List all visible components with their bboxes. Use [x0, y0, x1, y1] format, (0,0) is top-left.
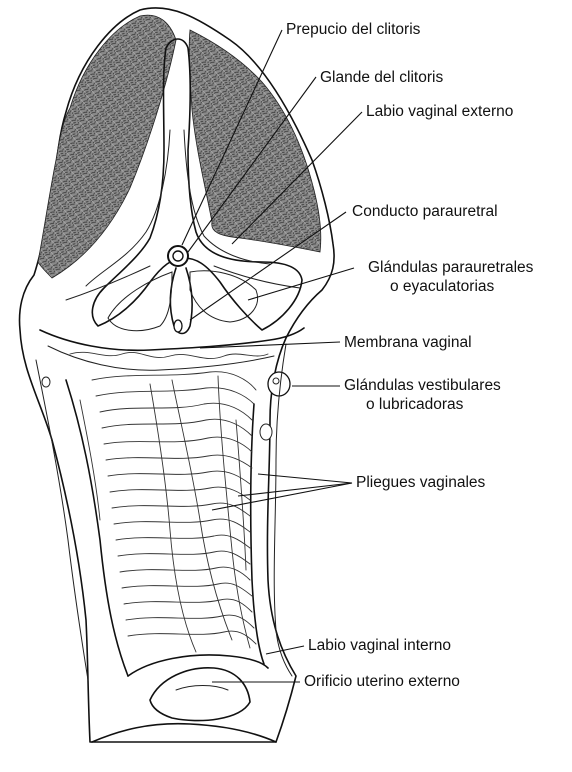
- hair-region-left: [38, 15, 176, 278]
- label-glandulas-para-line2: o eyaculatorias: [368, 277, 533, 296]
- left-side-contour: [36, 360, 88, 680]
- canal-left-wall: [66, 380, 128, 676]
- vaginal-rugae: [80, 372, 256, 652]
- membrane-ripple: [70, 352, 268, 358]
- labial-fold-right: [214, 266, 300, 288]
- label-prepucio: Prepucio del clitoris: [286, 20, 420, 39]
- cervix: [150, 668, 250, 721]
- label-glandulas-vest-line2: o lubricadoras: [344, 395, 501, 414]
- external-os: [176, 686, 228, 691]
- label-pliegues: Pliegues vaginales: [356, 473, 485, 492]
- small-gland-left: [42, 377, 50, 387]
- label-glandulas-parauretrales: Glándulas parauretrales o eyaculatorias: [368, 258, 533, 296]
- label-conducto: Conducto parauretral: [352, 202, 498, 221]
- glans-clitoris-inner: [173, 251, 183, 261]
- vestibular-gland-dot: [273, 378, 279, 384]
- canal-right-wall: [251, 404, 264, 664]
- label-labio-externo: Labio vaginal externo: [366, 102, 513, 121]
- small-gland-right: [260, 424, 272, 440]
- label-orificio: Orificio uterino externo: [304, 672, 460, 691]
- label-glandulas-para-line1: Glándulas parauretrales: [368, 258, 533, 277]
- label-membrana: Membrana vaginal: [344, 333, 472, 352]
- label-glandulas-vestibulares: Glándulas vestibulares o lubricadoras: [344, 376, 501, 414]
- internal-vaginal-lip: [128, 655, 268, 676]
- vaginal-membrane: [40, 328, 304, 350]
- lower-cut-edge: [92, 724, 276, 742]
- label-labio-interno: Labio vaginal interno: [308, 636, 451, 655]
- label-glande: Glande del clitoris: [320, 68, 443, 87]
- label-glandulas-vest-line1: Glándulas vestibulares: [344, 376, 501, 395]
- paraurethral-duct: [174, 320, 182, 332]
